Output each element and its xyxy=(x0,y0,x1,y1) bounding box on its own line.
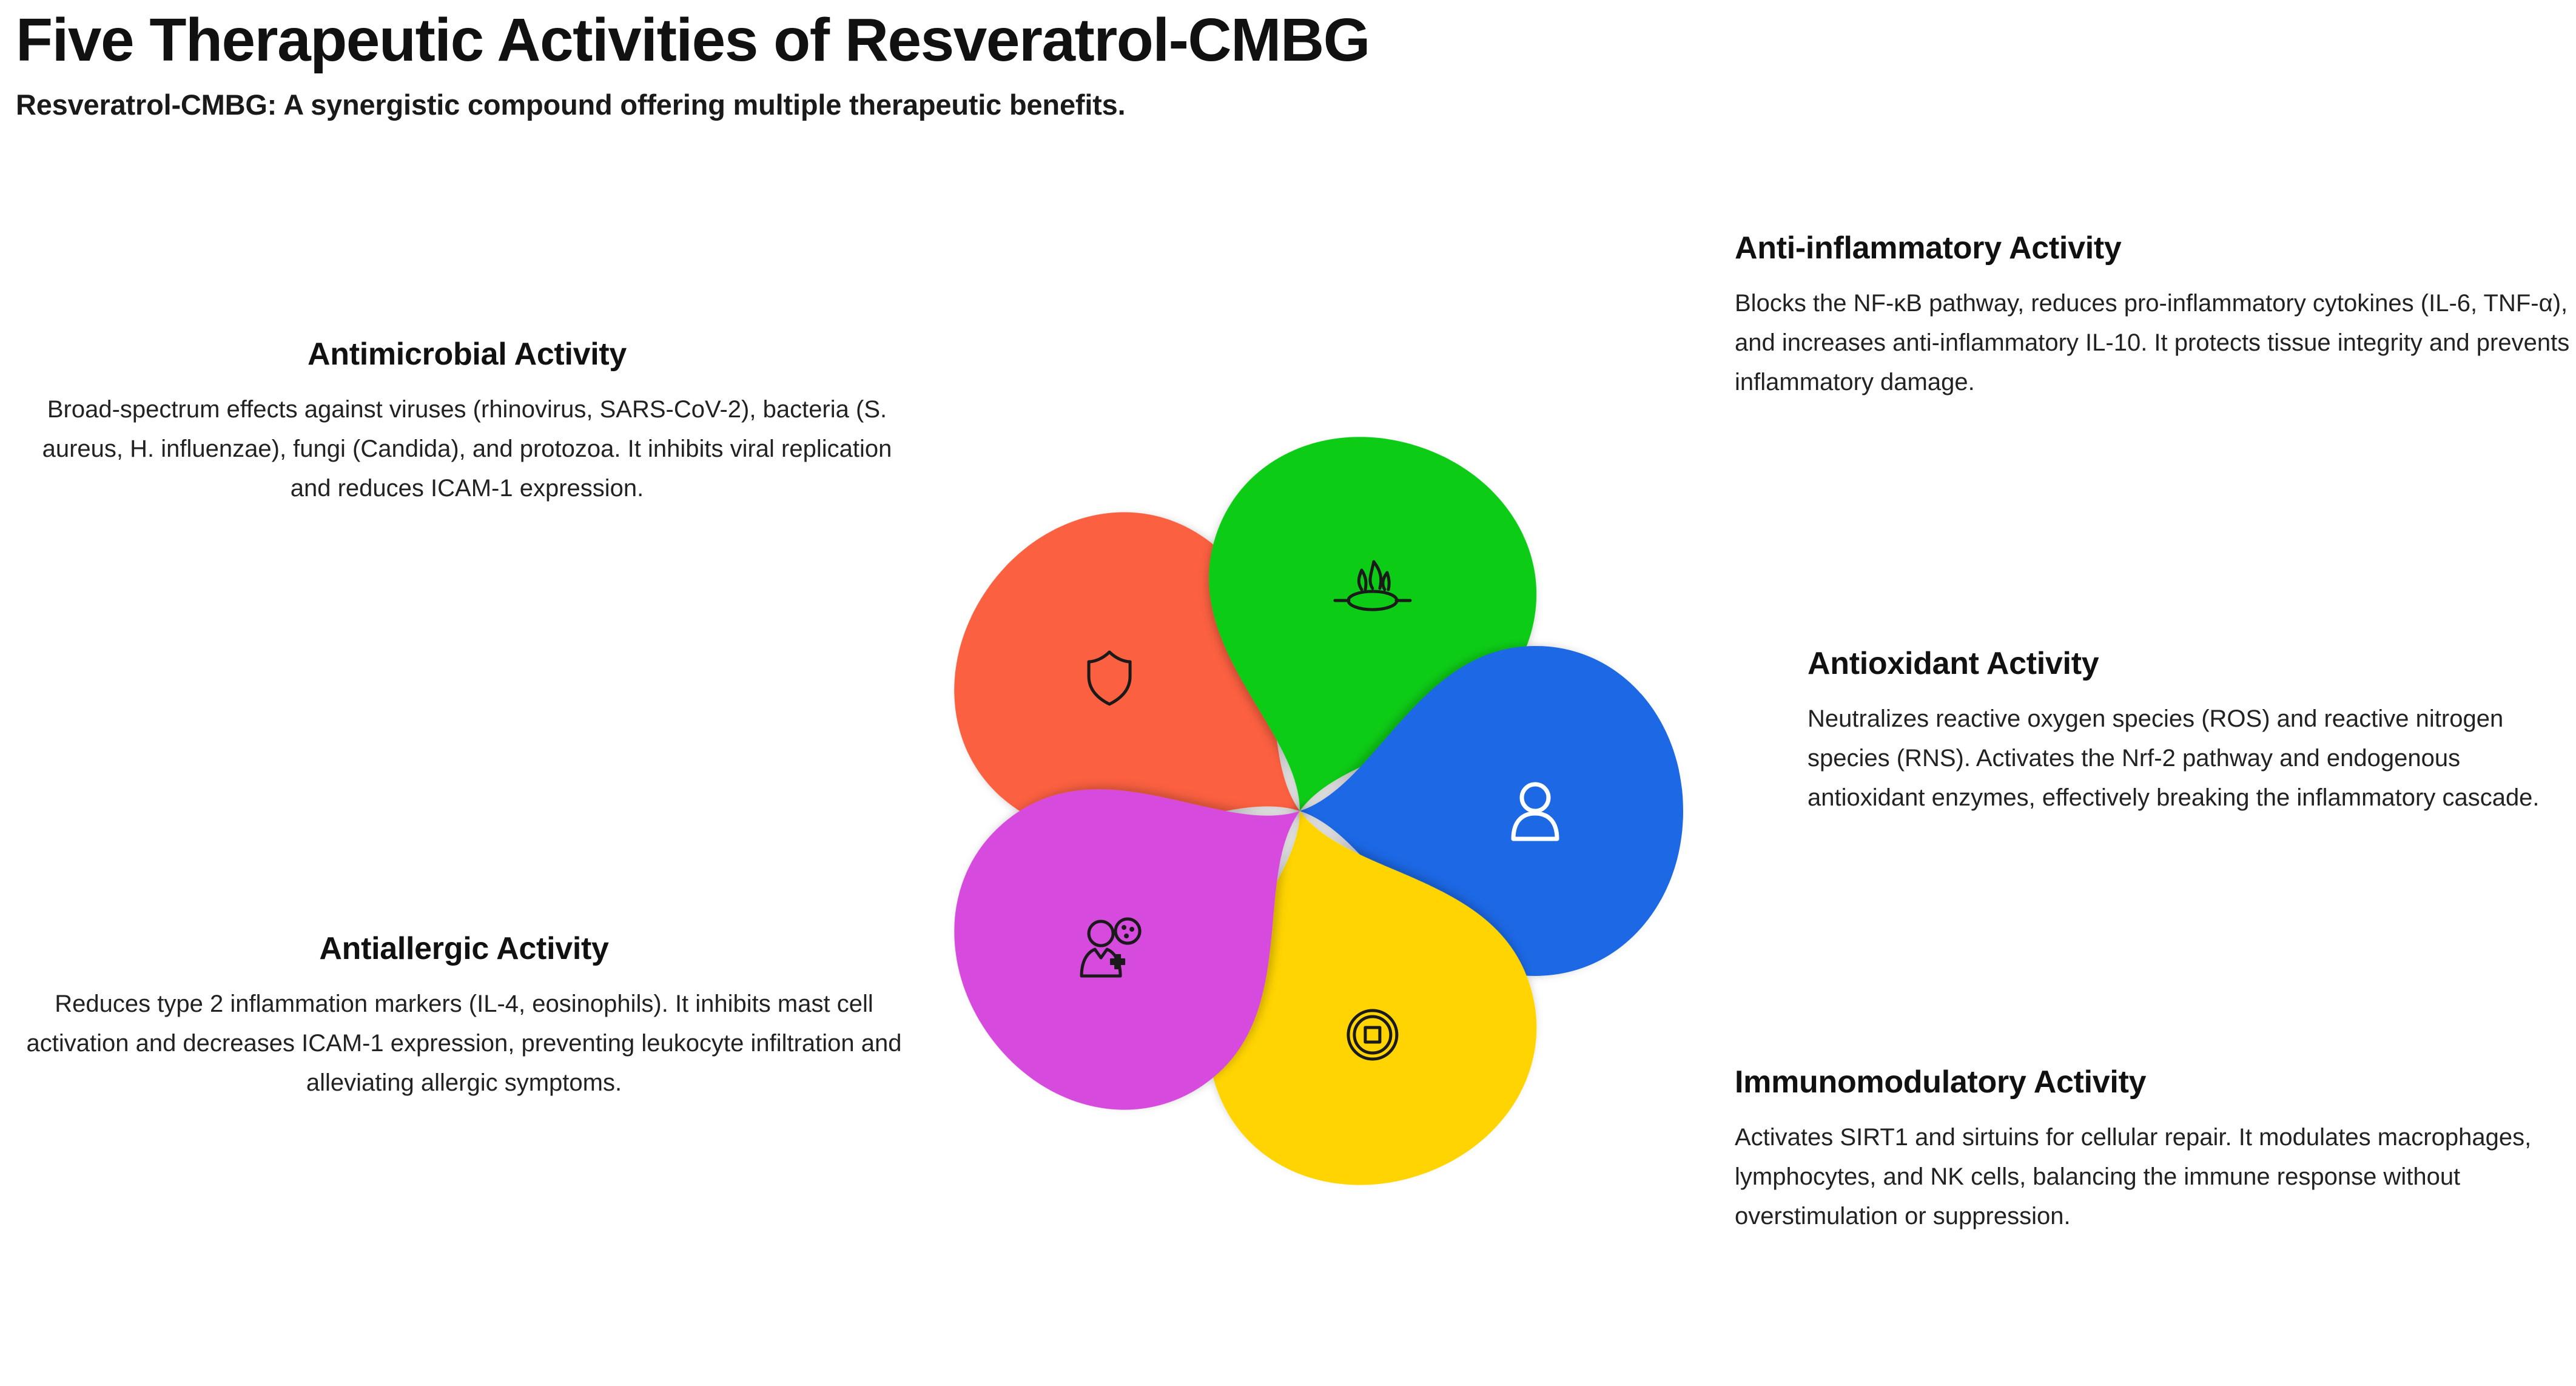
activity-body-antioxidant: Neutralizes reactive oxygen species (ROS… xyxy=(1808,705,2540,811)
activity-heading-immunomodulatory: Immunomodulatory Activity xyxy=(1735,1065,2147,1100)
petal-flower-diagram xyxy=(849,315,1759,1250)
activity-block-antioxidant: Antioxidant Activity Neutralizes reactiv… xyxy=(1808,646,2576,818)
activity-body-anti-inflammatory: Blocks the NF-κB pathway, reduces pro-in… xyxy=(1735,290,2570,395)
allergy-person-icon xyxy=(1080,917,1142,978)
activity-body-immunomodulatory: Activates SIRT1 and sirtuins for cellula… xyxy=(1735,1124,2532,1230)
activity-block-antimicrobial: Antimicrobial Activity Broad-spectrum ef… xyxy=(36,337,898,508)
person-icon xyxy=(1511,782,1559,841)
activity-heading-antimicrobial: Antimicrobial Activity xyxy=(307,337,627,372)
cell-target-icon xyxy=(1347,1009,1399,1061)
petal-icon-group xyxy=(1080,560,1559,1061)
activity-heading-antioxidant: Antioxidant Activity xyxy=(1808,646,2099,681)
activity-block-immunomodulatory: Immunomodulatory Activity Activates SIRT… xyxy=(1735,1065,2576,1236)
page-title: Five Therapeutic Activities of Resveratr… xyxy=(16,6,1370,74)
activity-heading-anti-inflammatory: Anti-inflammatory Activity xyxy=(1735,230,2122,266)
activity-heading-antiallergic: Antiallergic Activity xyxy=(319,931,609,966)
activity-block-antiallergic: Antiallergic Activity Reduces type 2 inf… xyxy=(24,931,904,1103)
flame-icon xyxy=(1333,560,1412,611)
page-subtitle: Resveratrol-CMBG: A synergistic compound… xyxy=(16,89,1126,121)
shield-icon xyxy=(1087,650,1132,706)
activity-body-antiallergic: Reduces type 2 inflammation markers (IL-… xyxy=(26,991,902,1096)
petal-group xyxy=(892,395,1683,1227)
activity-body-antimicrobial: Broad-spectrum effects against viruses (… xyxy=(42,396,892,502)
activity-block-anti-inflammatory: Anti-inflammatory Activity Blocks the NF… xyxy=(1735,230,2572,402)
page-header: Five Therapeutic Activities of Resveratr… xyxy=(16,8,2503,121)
